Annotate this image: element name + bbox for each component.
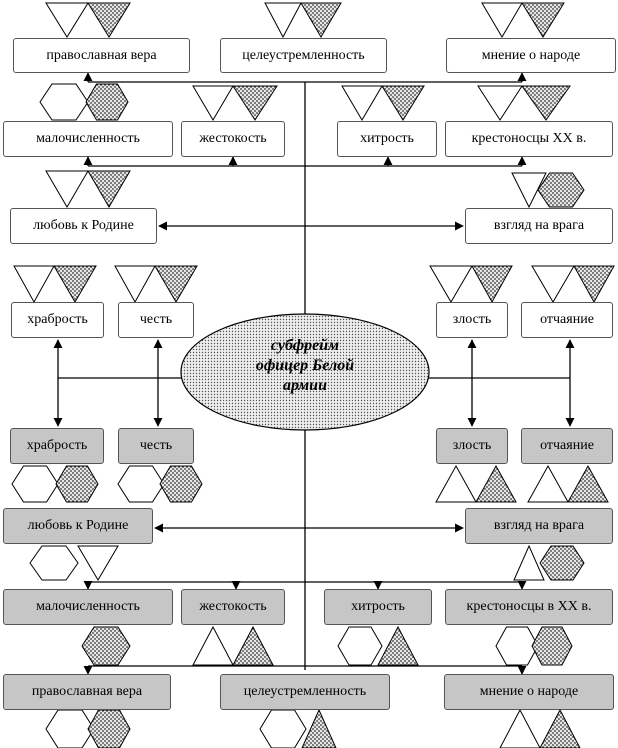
hexagon-icon: [259, 709, 307, 748]
top-cruelty: жестокость: [181, 121, 285, 157]
triangle-down-icon: [264, 2, 302, 39]
dotted-triangle-down-icon: [232, 85, 278, 121]
hexagon-icon: [45, 709, 95, 748]
triangle-down-icon: [192, 85, 234, 121]
connector-lines: [53, 72, 575, 675]
bottom-anger: злость: [436, 428, 508, 464]
dotted-triangle-down-icon: [53, 265, 97, 303]
top-honor: честь: [118, 302, 194, 338]
bottom-fewness: малочисленность: [3, 589, 173, 625]
triangle-down-icon: [45, 2, 89, 38]
center-line-1: субфрейм: [270, 337, 340, 354]
hexagon-icon: [11, 465, 59, 503]
triangle-down-icon: [341, 85, 383, 121]
dotted-hexagon-icon: [81, 626, 131, 666]
bottom-crusaders-20c: крестоносцы в XX в.: [445, 589, 613, 625]
dotted-triangle-down-icon: [521, 2, 565, 38]
indicator-shapes: [11, 2, 615, 748]
central-subframe-label: субфрейм офицер Белой армии: [190, 336, 420, 396]
triangle-down-icon: [45, 170, 89, 208]
dotted-triangle-down-icon: [87, 170, 131, 208]
bottom-opinion-of-people: мнение о народе: [444, 674, 614, 710]
dotted-triangle-down-icon: [471, 265, 513, 304]
top-crusaders-20c: крестоносцы XX в.: [445, 121, 613, 157]
top-anger: злость: [436, 302, 508, 338]
top-orthodox-faith: православная вера: [13, 38, 190, 73]
triangle-down-icon: [114, 265, 156, 304]
dotted-triangle-down-icon: [381, 85, 425, 121]
hexagon-icon: [337, 626, 383, 666]
dotted-triangle-down-icon: [300, 2, 342, 38]
bottom-honor: честь: [118, 428, 194, 464]
dotted-hexagon-icon: [55, 465, 99, 503]
triangle-down-icon: [477, 85, 523, 121]
bottom-cunning: хитрость: [324, 589, 432, 625]
central-subframe-ellipse: [180, 313, 430, 431]
dotted-hexagon-icon: [537, 172, 585, 208]
dotted-triangle-down-icon: [573, 265, 615, 304]
dotted-hexagon-icon: [531, 626, 573, 666]
dotted-triangle-up-icon: [301, 708, 337, 748]
bottom-cruelty: жестокость: [181, 589, 285, 625]
bottom-bravery: храбрость: [10, 428, 104, 464]
top-despair: отчаяние: [521, 302, 613, 338]
dotted-triangle-up-icon: [475, 464, 517, 503]
triangle-down-icon: [531, 265, 575, 303]
top-bravery: храбрость: [11, 302, 104, 338]
dotted-triangle-down-icon: [154, 265, 198, 303]
top-love-motherland: любовь к Родине: [10, 208, 157, 244]
hexagon-icon: [29, 545, 79, 581]
hexagon-icon: [495, 626, 539, 666]
triangle-down-icon: [13, 265, 55, 304]
dotted-triangle-up-icon: [567, 464, 609, 503]
bottom-love-motherland: любовь к Родине: [3, 508, 153, 544]
triangle-up-icon: [499, 708, 541, 748]
dotted-hexagon-icon: [87, 709, 131, 748]
dotted-hexagon-icon: [85, 83, 129, 121]
dotted-triangle-up-icon: [539, 708, 581, 748]
dotted-triangle-up-icon: [377, 625, 419, 666]
bottom-orthodox-faith: православная вера: [3, 674, 171, 710]
center-line-2: офицер Белой: [255, 357, 355, 374]
dotted-triangle-up-icon: [232, 625, 274, 666]
dotted-triangle-down-icon: [87, 2, 131, 38]
top-view-enemy: взгляд на врага: [465, 208, 613, 244]
bottom-purposefulness: целеустремленность: [220, 674, 390, 710]
triangle-down-icon: [429, 265, 473, 303]
dotted-hexagon-icon: [539, 545, 585, 581]
triangle-down-icon: [77, 545, 119, 581]
triangle-up-icon: [527, 464, 569, 503]
top-cunning: хитрость: [337, 121, 437, 157]
top-opinion-of-people: мнение о народе: [446, 38, 616, 73]
triangle-down-icon: [481, 2, 523, 38]
hexagon-icon: [117, 465, 165, 503]
hexagon-icon: [39, 83, 89, 121]
dotted-hexagon-icon: [159, 465, 203, 503]
bottom-view-enemy: взгляд на врага: [465, 508, 613, 544]
top-fewness: малочисленность: [3, 121, 173, 157]
triangle-up-icon: [513, 544, 545, 581]
triangle-up-icon: [192, 625, 234, 666]
dotted-triangle-down-icon: [521, 85, 571, 121]
bottom-despair: отчаяние: [521, 428, 613, 464]
center-line-3: армии: [283, 377, 327, 394]
triangle-up-icon: [435, 464, 477, 503]
top-purposefulness: целеустремленность: [220, 38, 387, 73]
